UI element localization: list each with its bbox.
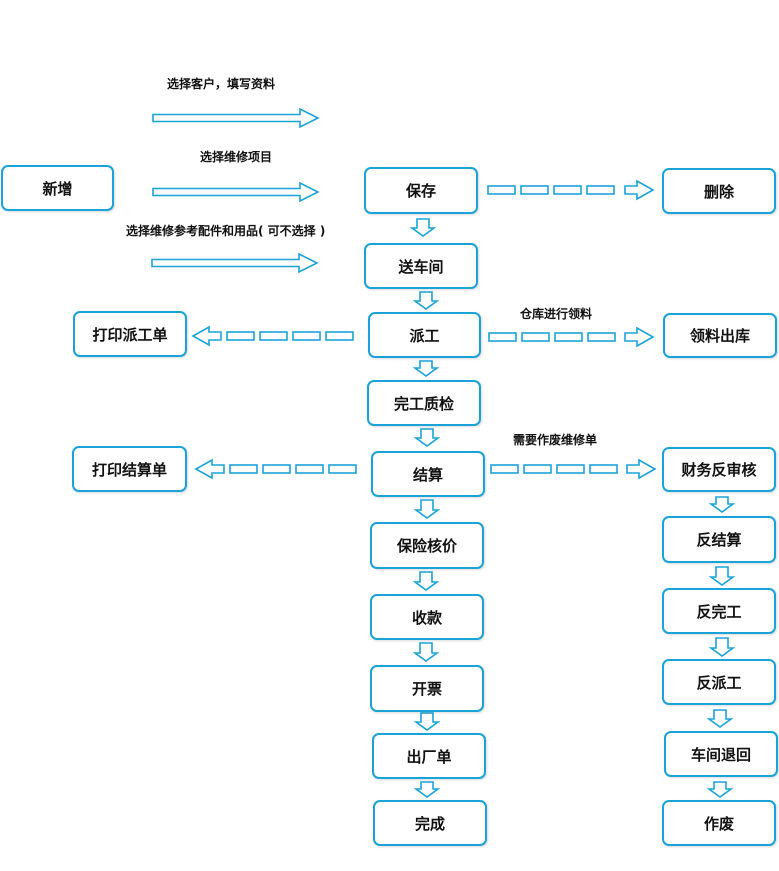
arrow-to-lingliao-dash	[521, 332, 550, 342]
arrow-down-7	[412, 642, 440, 662]
arrow-to-print-settlement-dash	[328, 464, 357, 474]
arrow-to-print-settlement-dash	[295, 464, 324, 474]
node-chuchangdan: 出厂单	[372, 733, 486, 779]
arrow-to-shanchu-head	[624, 179, 655, 201]
arrow-to-shanchu-dash	[553, 185, 582, 195]
arrow-down-r2	[708, 566, 736, 586]
node-jiesuan: 结算	[371, 451, 485, 497]
node-wancheng: 完成	[373, 800, 487, 846]
node-songchejian: 送车间	[364, 243, 478, 289]
node-paigong: 派工	[368, 312, 481, 358]
node-zuofei: 作废	[662, 800, 776, 846]
node-dayinpaigongdan: 打印派工单	[73, 311, 187, 357]
arrow-down-r3	[708, 637, 736, 657]
arrow-down-r4	[706, 709, 734, 728]
note-select-customer: 选择客户，填写资料	[167, 77, 276, 91]
node-fanwangong: 反完工	[662, 588, 776, 634]
arrow-down-r5	[706, 781, 734, 798]
arrow-to-shanchu-dash	[520, 185, 549, 195]
note-select-parts: 选择维修参考配件和用品( 可不选择 )	[126, 224, 326, 238]
arrow-to-finance-review-dash	[589, 464, 618, 474]
arrow-down-r1	[708, 496, 736, 513]
arrow-down-1	[409, 218, 437, 237]
arrow-down-9	[413, 781, 441, 798]
arrow-to-print-settlement-dash	[229, 464, 258, 474]
note-warehouse: 仓库进行领料	[520, 307, 593, 321]
note-void-needed: 需要作废维修单	[513, 433, 598, 447]
arrow-to-print-dispatch-dash	[292, 331, 321, 341]
arrow-to-lingliao-dash	[554, 332, 583, 342]
arrow-to-finance-review-dash	[556, 464, 585, 474]
node-baocun: 保存	[364, 167, 478, 214]
arrow-select-items	[152, 181, 320, 203]
arrow-to-print-settlement-dash	[262, 464, 291, 474]
node-fanjiesuan: 反结算	[662, 516, 776, 563]
node-wangongzhijian: 完工质检	[367, 380, 481, 426]
arrow-down-4	[413, 428, 441, 447]
arrow-to-print-dispatch-dash	[226, 331, 255, 341]
arrow-to-print-dispatch-head	[191, 325, 222, 347]
arrow-down-8	[413, 712, 441, 731]
arrow-to-shanchu-dash	[586, 185, 615, 195]
arrow-to-print-dispatch-dash	[325, 331, 354, 341]
arrow-to-lingliao-head	[624, 326, 655, 348]
arrow-down-6	[412, 571, 440, 591]
arrow-to-lingliao-dash	[587, 332, 616, 342]
node-baoxianhejia: 保险核价	[370, 522, 484, 569]
node-caiwufanshenhe: 财务反审核	[662, 447, 776, 492]
node-chejiantuihui: 车间退回	[664, 731, 778, 777]
node-kaipiao: 开票	[370, 665, 484, 712]
arrow-to-print-dispatch-dash	[259, 331, 288, 341]
arrow-to-shanchu-dash	[487, 185, 516, 195]
arrow-to-finance-review-dash	[490, 464, 519, 474]
node-fanpaigong: 反派工	[662, 659, 776, 705]
node-shanchu: 删除	[662, 168, 776, 214]
arrow-to-finance-review-dash	[523, 464, 552, 474]
arrow-to-print-settlement-head	[194, 458, 225, 480]
node-xinzeng: 新增	[1, 165, 114, 211]
arrow-to-lingliao-dash	[488, 332, 517, 342]
arrow-select-customer	[152, 107, 320, 129]
note-select-items: 选择维修项目	[200, 150, 273, 164]
node-shoukuan: 收款	[370, 594, 484, 640]
arrow-to-finance-review-head	[626, 458, 657, 480]
node-lingliaochuku: 领料出库	[663, 313, 777, 358]
arrow-down-2	[412, 291, 440, 310]
arrow-select-parts	[151, 252, 319, 274]
node-dayinjiesuandan: 打印结算单	[72, 446, 187, 492]
arrow-down-3	[412, 360, 440, 377]
arrow-down-5	[413, 499, 441, 519]
